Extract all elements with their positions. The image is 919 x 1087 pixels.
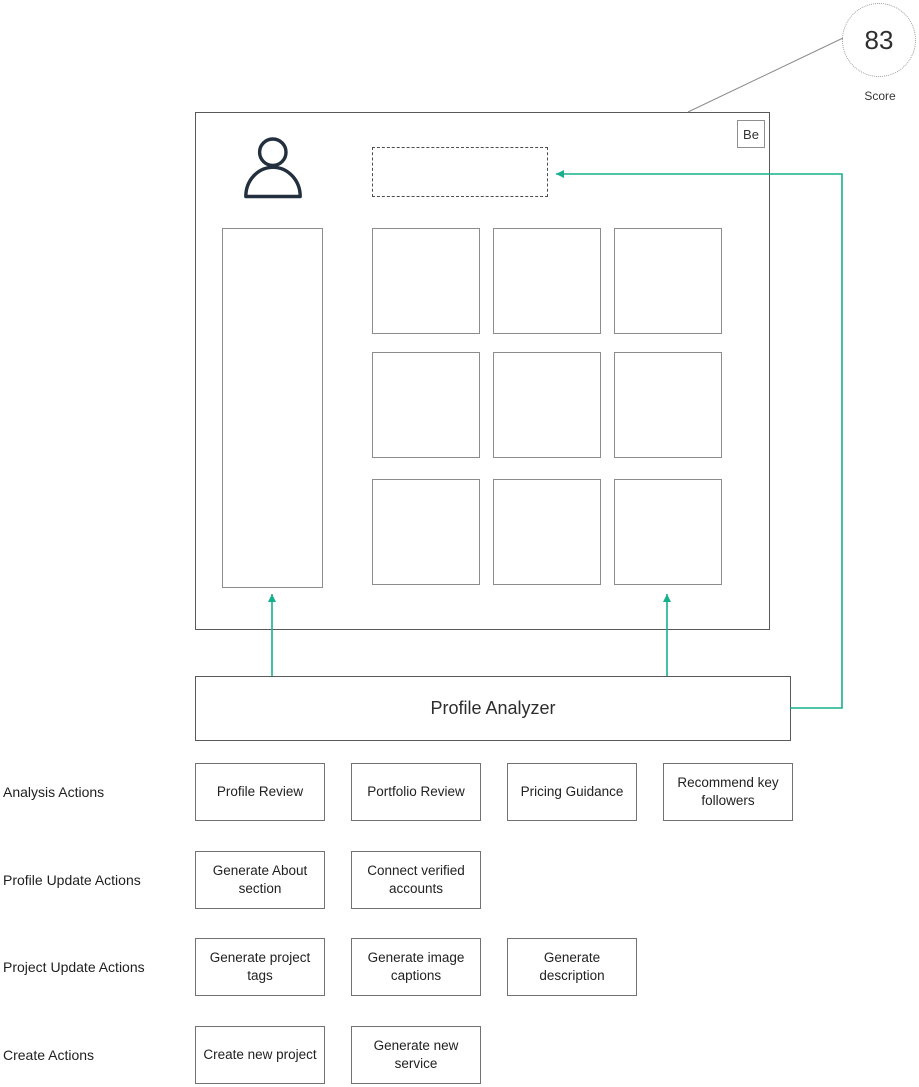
action-create-new-project: Create new project: [195, 1026, 325, 1084]
portfolio-tile: [614, 479, 722, 585]
action-portfolio-review: Portfolio Review: [351, 763, 481, 821]
profile-analyzer-box: Profile Analyzer: [195, 676, 791, 741]
action-pricing-guidance: Pricing Guidance: [507, 763, 637, 821]
action-generate-project-tags: Generate project tags: [195, 938, 325, 996]
action-generate-description: Generate description: [507, 938, 637, 996]
row-label-profile-update-actions: Profile Update Actions: [3, 872, 141, 888]
action-generate-about-section: Generate About section: [195, 851, 325, 909]
portfolio-tile: [493, 352, 601, 458]
score-label: Score: [864, 89, 896, 103]
portfolio-tile: [614, 352, 722, 458]
behance-badge-label: Be: [743, 126, 759, 142]
portfolio-tile: [372, 228, 480, 334]
portfolio-tile: [493, 479, 601, 585]
action-generate-new-service: Generate new service: [351, 1026, 481, 1084]
profile-mockup: Be: [195, 112, 770, 630]
action-recommend-key-followers: Recommend key followers: [663, 763, 793, 821]
score-value: 83: [864, 24, 894, 55]
action-profile-review: Profile Review: [195, 763, 325, 821]
portfolio-tile: [614, 228, 722, 334]
profile-header-placeholder: [372, 147, 548, 197]
portfolio-tile: [493, 228, 601, 334]
action-connect-verified-accounts: Connect verified accounts: [351, 851, 481, 909]
portfolio-tile: [372, 352, 480, 458]
person-icon: [244, 137, 302, 199]
behance-badge: Be: [737, 120, 765, 148]
row-label-analysis-actions: Analysis Actions: [3, 784, 105, 800]
row-label-project-update-actions: Project Update Actions: [3, 959, 145, 975]
score-circle: 83: [842, 3, 916, 77]
profile-sidebar-placeholder: [222, 228, 323, 588]
score-annotation-line: [687, 37, 844, 113]
profile-analyzer-label: Profile Analyzer: [430, 698, 556, 718]
row-label-create-actions: Create Actions: [3, 1047, 95, 1063]
portfolio-tile: [372, 479, 480, 585]
action-generate-image-captions: Generate image captions: [351, 938, 481, 996]
